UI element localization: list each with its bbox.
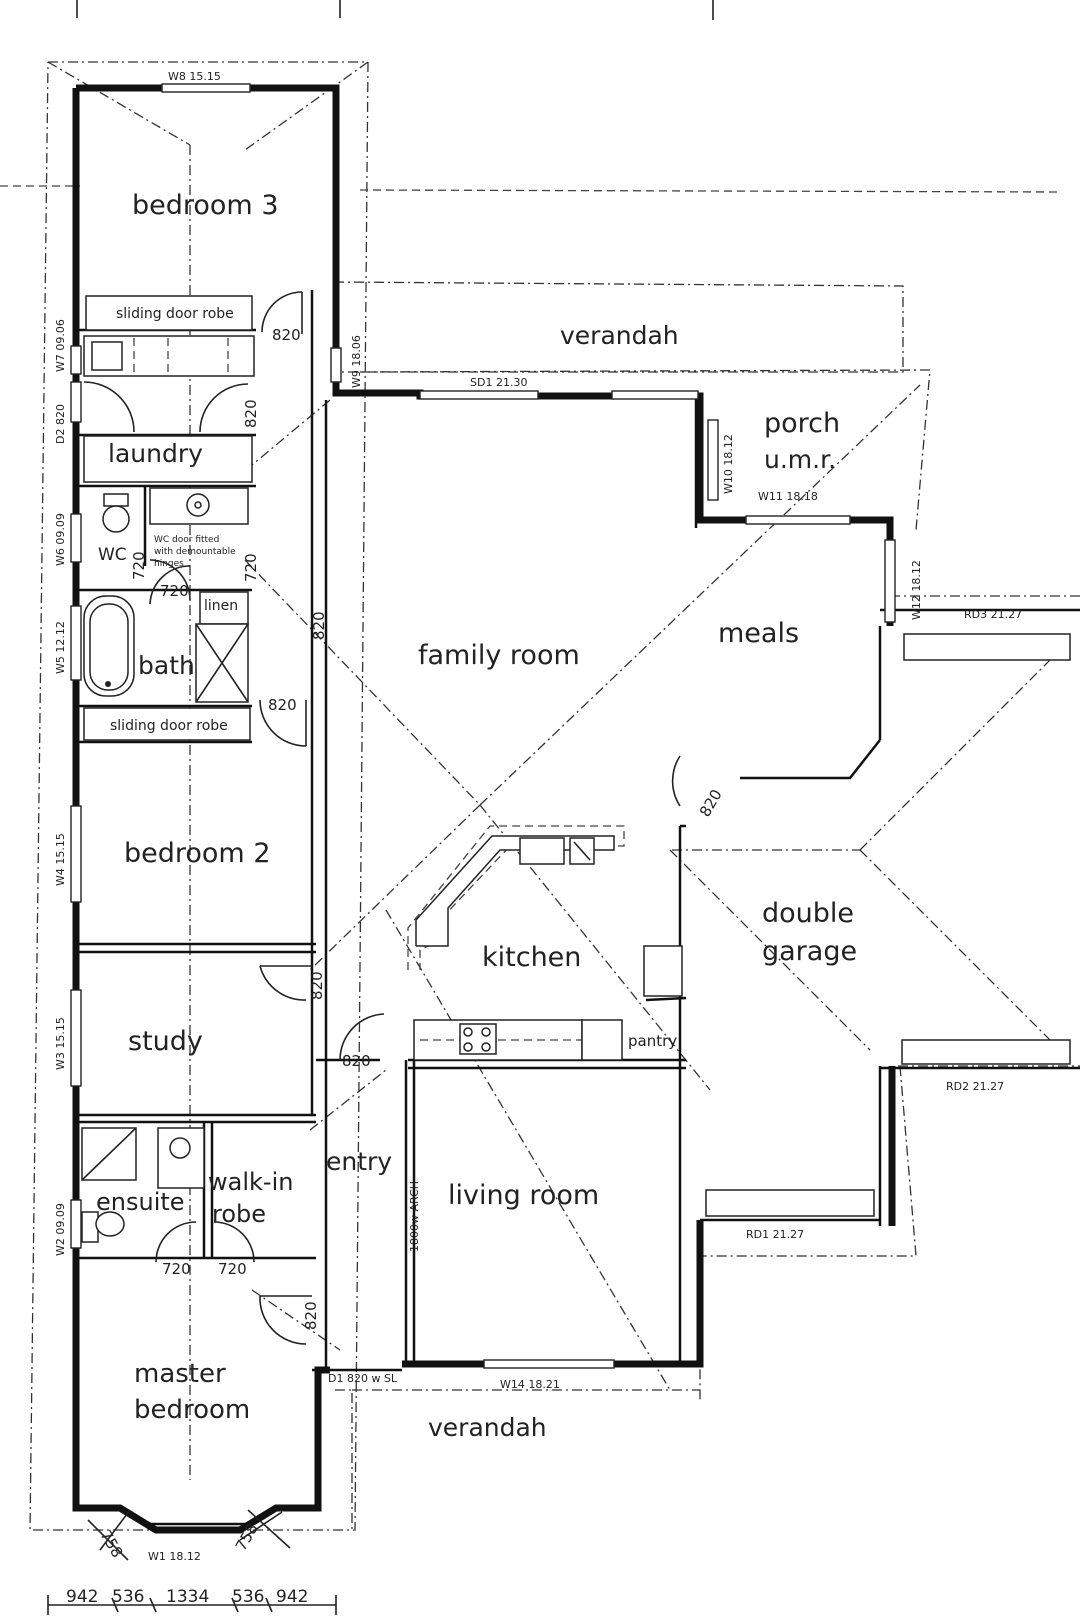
room-living: living room xyxy=(448,1180,599,1211)
door-720-linen: 720 xyxy=(242,553,260,582)
label-w14: W14 18.21 xyxy=(500,1378,560,1391)
room-linen: linen xyxy=(204,598,238,614)
roof-outline xyxy=(29,61,1080,1531)
label-w1: W1 18.12 xyxy=(148,1550,201,1563)
label-w10: W10 18.12 xyxy=(722,434,735,494)
door-820-study: 820 xyxy=(308,971,326,1000)
door-820-entry: 820 xyxy=(342,1052,371,1070)
label-rd1: RD1 21.27 xyxy=(746,1228,804,1241)
dim-536-right: 536 xyxy=(232,1587,264,1607)
label-w11: W11 18.18 xyxy=(758,490,818,503)
door-720-wc: 720 xyxy=(130,551,148,580)
door-820-master: 820 xyxy=(302,1301,320,1330)
dimension-line xyxy=(47,1595,337,1615)
dim-536-left: 536 xyxy=(112,1587,144,1607)
arch-label: 1800w ARCH xyxy=(408,1181,421,1252)
bay-window xyxy=(87,1506,291,1561)
sheet-edge-marks xyxy=(0,0,1061,193)
room-bedroom-2: bedroom 2 xyxy=(124,838,271,869)
room-labels: bedroom 3 laundry WC bath linen bedroom … xyxy=(96,190,857,1442)
sliding-robe-top: sliding door robe xyxy=(116,306,234,322)
room-master: master xyxy=(134,1359,226,1389)
room-bedroom-3: bedroom 3 xyxy=(132,190,279,221)
dim-1334: 1334 xyxy=(166,1587,209,1607)
door-820-meals: 820 xyxy=(696,786,726,820)
room-study: study xyxy=(128,1026,203,1057)
room-ensuite: ensuite xyxy=(96,1188,185,1216)
label-w3: W3 15.15 xyxy=(54,1017,67,1070)
door-720-bath: 720 xyxy=(160,582,189,600)
dim-942-right: 942 xyxy=(276,1587,308,1607)
door-820-bed3: 820 xyxy=(272,326,301,344)
room-umr: u.m.r. xyxy=(764,445,836,474)
label-w6: W6 09.09 xyxy=(54,513,67,566)
room-porch: porch xyxy=(764,408,840,439)
room-family: family room xyxy=(418,640,580,671)
room-pantry: pantry xyxy=(628,1032,677,1050)
label-d2: D2 820 xyxy=(54,404,67,444)
door-720-ensuite: 720 xyxy=(162,1260,191,1278)
label-rd2: RD2 21.27 xyxy=(946,1080,1004,1093)
wc-note-2: with demountable xyxy=(154,547,236,557)
door-labels: 820 820 720 720 720 820 820 820 820 820 … xyxy=(130,326,726,1330)
label-d1: D1 820 w SL xyxy=(328,1372,398,1385)
label-w2: W2 09.09 xyxy=(54,1203,67,1256)
wc-note-1: WC door fitted xyxy=(154,535,219,545)
label-w9: W9 18.06 xyxy=(350,335,363,388)
room-meals: meals xyxy=(718,618,799,649)
dimension-labels: 758 758 942 536 1334 536 942 xyxy=(66,1520,308,1607)
room-walk-in-robe: robe xyxy=(212,1200,266,1228)
sliding-robe-bottom: sliding door robe xyxy=(110,718,228,734)
window-labels: W8 15.15 W7 09.06 D2 820 W6 09.09 W5 12.… xyxy=(54,70,1022,1563)
windows xyxy=(70,83,896,1369)
room-laundry: laundry xyxy=(108,439,203,468)
dim-758-right: 758 xyxy=(232,1520,262,1554)
fixtures xyxy=(81,295,1071,1243)
door-820-laundry: 820 xyxy=(242,399,260,428)
room-verandah-bottom: verandah xyxy=(428,1413,547,1442)
room-bath: bath xyxy=(138,651,195,680)
room-garage-2: garage xyxy=(762,936,857,967)
door-720-robe: 720 xyxy=(218,1260,247,1278)
door-820-bed2: 820 xyxy=(268,696,297,714)
label-w8: W8 15.15 xyxy=(168,70,221,83)
label-w5: W5 12.12 xyxy=(54,621,67,674)
label-w4: W4 15.15 xyxy=(54,833,67,886)
room-wc: WC xyxy=(98,545,127,565)
room-kitchen: kitchen xyxy=(482,942,581,973)
wc-note-3: hinges xyxy=(154,559,184,569)
dim-942-left: 942 xyxy=(66,1587,98,1607)
walls xyxy=(72,84,1080,1534)
room-verandah-top: verandah xyxy=(560,321,679,350)
label-w7: W7 09.06 xyxy=(54,319,67,372)
room-garage-1: double xyxy=(762,898,854,929)
room-entry: entry xyxy=(326,1147,392,1176)
door-820-family: 820 xyxy=(310,611,328,640)
label-rd3: RD3 21.27 xyxy=(964,608,1022,621)
room-walk-in: walk-in xyxy=(208,1168,293,1196)
label-sd1: SD1 21.30 xyxy=(470,376,527,389)
notes: sliding door robe sliding door robe WC d… xyxy=(110,306,421,1252)
room-master-bedroom: bedroom xyxy=(134,1395,250,1425)
door-swings xyxy=(83,291,681,1345)
label-w12: W12 18.12 xyxy=(910,560,923,620)
